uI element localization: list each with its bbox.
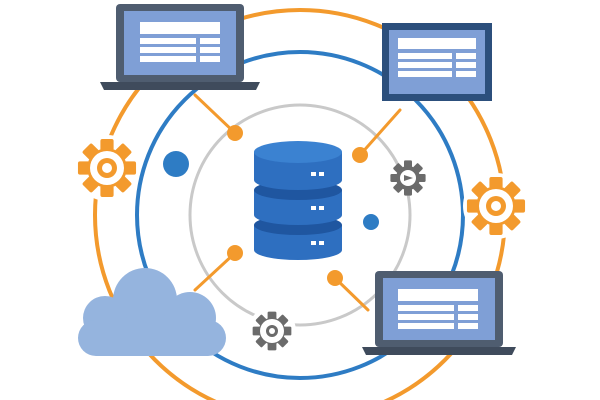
gear-icon bbox=[463, 173, 529, 239]
connector-node bbox=[352, 147, 368, 163]
middle-blue-ring bbox=[135, 50, 465, 380]
inner-gray-ring bbox=[188, 103, 412, 327]
connector-line-bottom-left bbox=[193, 251, 237, 292]
connector-line-top-right bbox=[358, 108, 402, 157]
connector-node bbox=[327, 270, 343, 286]
gear-icon bbox=[248, 307, 296, 355]
gear-icon bbox=[390, 160, 426, 196]
connector-node bbox=[227, 125, 243, 141]
cloud-icon bbox=[78, 268, 226, 356]
connector-node bbox=[227, 245, 243, 261]
laptop-icon bbox=[100, 4, 260, 90]
database-icon bbox=[254, 141, 342, 260]
gear-icon bbox=[74, 135, 140, 201]
connectors bbox=[193, 93, 402, 312]
blue-dot-large bbox=[163, 151, 189, 177]
laptop-icon bbox=[362, 271, 516, 355]
connector-line-top-left bbox=[193, 93, 237, 135]
blue-dot-small bbox=[363, 214, 379, 230]
monitor-icon bbox=[382, 23, 492, 101]
